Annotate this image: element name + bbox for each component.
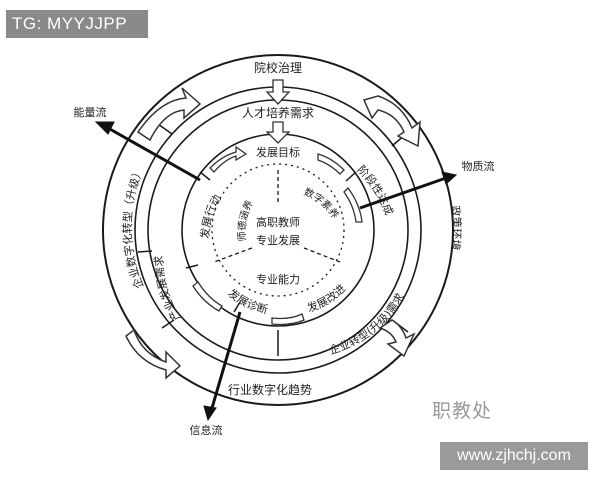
outer-bottom-label: 行业数字化趋势 [228, 382, 312, 397]
inner-arc-icon [317, 153, 345, 175]
middle-top-label: 人才培养需求 [242, 105, 314, 120]
down-arrow-icon [265, 79, 291, 105]
info-flow-arrow [210, 311, 242, 409]
inner-arc-icon [343, 187, 363, 223]
circulation-arrows [125, 87, 421, 380]
core-left-label: 师德涵养 [235, 198, 256, 242]
energy-flow-label: 能量流 [74, 105, 107, 119]
cycle-arrow-icon [136, 87, 202, 142]
core-bottom-label: 专业能力 [256, 272, 300, 286]
energy-flow-arrow [107, 126, 201, 182]
center-title-line1: 高职教师 [256, 215, 300, 229]
down-arrows [265, 79, 291, 144]
outer-top-label: 院校治理 [254, 60, 302, 75]
material-flow-arrow [359, 176, 447, 210]
material-arrowhead-icon [441, 171, 458, 185]
inner-arc-icon [271, 313, 305, 326]
info-arrowhead-icon [203, 405, 217, 422]
down-arrow-icon [265, 121, 291, 144]
inner-bottom-left-label: 发展诊断 [226, 286, 270, 317]
outer-right-label: 政策环境 [448, 205, 464, 251]
cycle-arrow-icon [378, 319, 416, 358]
inner-top-label: 发展目标 [256, 145, 300, 159]
cycle-arrow-icon [125, 328, 182, 380]
inner-bottom-right-label: 发展改进 [305, 282, 348, 315]
energy-arrowhead-icon [94, 121, 115, 135]
cycle-arrow-icon [362, 95, 421, 148]
inner-arc-icon [209, 145, 248, 173]
center-title-line2: 专业发展 [256, 233, 300, 247]
middle-left-label: 产业发展需求 [152, 255, 183, 323]
inner-left-label: 发展行动 [198, 193, 224, 240]
outer-ring [102, 54, 454, 406]
core-dotted-ring [211, 163, 345, 297]
core-dividers [213, 170, 341, 263]
watermark-brand: 职教处 [432, 400, 493, 422]
flow-arrows [94, 121, 458, 422]
info-flow-label: 信息流 [190, 423, 223, 437]
channel-tag: TG: MYYJJPP [6, 10, 148, 38]
inner-arc-icon [192, 281, 223, 312]
inner-arc-arrows [192, 145, 363, 326]
site-url-badge: www.zjhchj.com [440, 442, 588, 470]
material-flow-label: 物质流 [462, 159, 495, 173]
core-right-label: 数字素养 [302, 185, 342, 221]
